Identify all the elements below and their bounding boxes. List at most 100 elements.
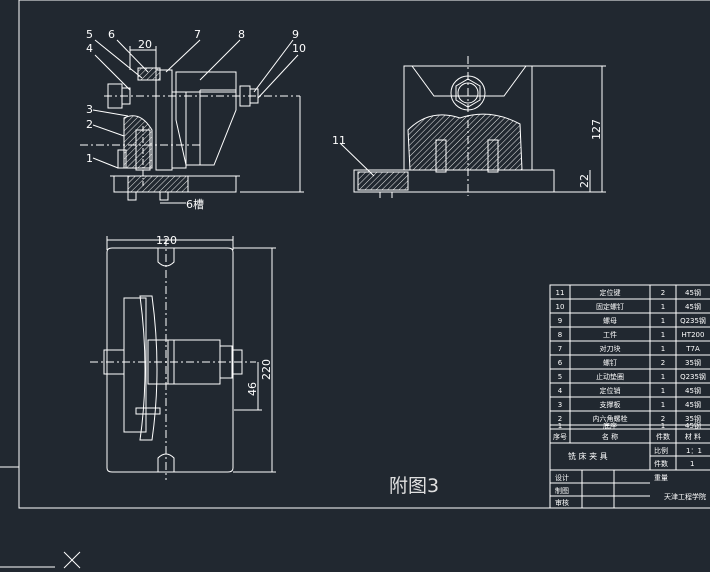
side-view [339,56,606,198]
part-no: 2 [558,415,562,423]
part-qty: 2 [661,289,665,297]
balloon-7: 7 [194,28,201,41]
part-qty: 1 [661,401,665,409]
part-material: 45钢 [685,288,701,297]
dim-top-offset: 46 [246,382,259,396]
part-name: 支撑板 [600,400,621,409]
table-row: 7 对刀块 1 T7A [558,344,700,353]
part-material: T7A [685,345,700,353]
part-qty: 2 [661,415,665,423]
part-qty: 1 [661,303,665,311]
header-no: 序号 [553,432,567,441]
table-row: 6 螺钉 2 35钢 [558,358,701,367]
dim-side-height: 127 [590,119,603,140]
drafter-label: 制图 [555,486,569,495]
figure-caption: 附图3 [389,475,439,497]
table-row: 8 工件 1 HT200 [558,330,705,339]
table-row: 5 止动垫圈 1 Q235钢 [558,372,706,381]
part-name: 工件 [603,330,617,339]
count-value: 1 [690,460,694,468]
scale-value: 1：1 [686,447,702,455]
balloon-9: 9 [292,28,299,41]
part-material: HT200 [682,331,705,339]
part-qty: 2 [661,359,665,367]
part-material: Q235钢 [680,372,706,381]
part-material: 35钢 [685,358,701,367]
balloon-4: 4 [86,42,93,55]
scale-label: 比例 [654,446,668,455]
parts-list-text: 11 定位键 2 45钢 10 固定螺钉 1 45钢 9 螺母 1 Q235钢 … [553,288,706,441]
part-name: 固定螺钉 [596,302,624,311]
part-name: 定位键 [600,288,621,297]
part-no: 9 [558,317,562,325]
dim-front-offset: 6槽 [186,198,204,211]
part-name: 螺钉 [603,358,617,367]
balloon-2: 2 [86,118,93,131]
title-block: 铣 床 夹 具 比例 1：1 件数 1 重量 设计 制图 审核 天津工程学院 [555,446,706,507]
balloon-1: 1 [86,152,93,165]
table-row: 11 定位键 2 45钢 [556,288,701,297]
parts-list-table [549,284,710,509]
part-name: 止动垫圈 [596,372,624,381]
school-name: 天津工程学院 [664,492,706,501]
part-no: 8 [558,331,562,339]
header-name: 名 称 [602,432,618,441]
header-qty: 件数 [656,432,670,441]
part-material: 45钢 [685,386,701,395]
drawing-border [0,0,710,509]
top-view-labels: 120 220 46 [156,234,273,396]
dim-top-width: 120 [156,234,177,247]
ucs-icon [0,551,81,569]
balloon-10: 10 [292,42,306,55]
part-qty: 1 [661,387,665,395]
side-view-labels: 11 127 22 [332,119,603,188]
header-material: 材 料 [685,432,701,441]
front-view [80,39,304,204]
dim-front-width: 20 [138,38,152,51]
dim-top-length: 220 [260,359,273,380]
part-material: 45钢 [685,400,701,409]
part-qty: 1 [661,345,665,353]
designer-label: 设计 [555,473,569,482]
part-name: 螺母 [603,316,617,325]
checker-label: 审核 [555,498,569,507]
dim-side-base: 22 [578,174,591,188]
part-no: 4 [558,387,563,395]
table-header: 序号 名 称 件数 材 料 [553,432,701,441]
drawing-name: 铣 床 夹 具 [568,451,608,461]
balloon-11: 11 [332,134,346,147]
balloon-5: 5 [86,28,93,41]
part-material: 45钢 [685,421,701,430]
table-row: 10 固定螺钉 1 45钢 [556,302,701,311]
part-name: 内六角螺栓 [593,414,628,423]
part-name: 对刀块 [600,344,621,353]
part-material: 45钢 [685,302,701,311]
part-name: 底座 [603,421,617,430]
balloon-6: 6 [108,28,115,41]
table-row: 9 螺母 1 Q235钢 [558,316,706,325]
part-no: 11 [556,289,565,297]
part-material: 35钢 [685,414,701,423]
table-row: 1 底座 1 45钢 [558,421,701,430]
table-row: 2 内六角螺栓 2 35钢 [558,414,701,423]
balloon-3: 3 [86,103,93,116]
part-no: 6 [558,359,563,367]
part-qty: 1 [661,422,665,430]
table-row: 3 支撑板 1 45钢 [558,400,701,409]
balloon-8: 8 [238,28,245,41]
table-row: 4 定位销 1 45钢 [558,386,701,395]
part-qty: 1 [661,317,665,325]
part-no: 7 [558,345,562,353]
part-qty: 1 [661,373,665,381]
part-name: 定位销 [600,386,621,395]
part-no: 10 [556,303,565,311]
count-label: 件数 [654,459,668,468]
part-qty: 1 [661,331,665,339]
part-material: Q235钢 [680,316,706,325]
weight-label: 重量 [654,474,668,482]
part-no: 3 [558,401,562,409]
part-no: 1 [558,422,562,430]
top-view [90,236,276,480]
front-view-labels: 5 6 7 8 9 10 4 3 2 1 20 6槽 [86,28,306,211]
